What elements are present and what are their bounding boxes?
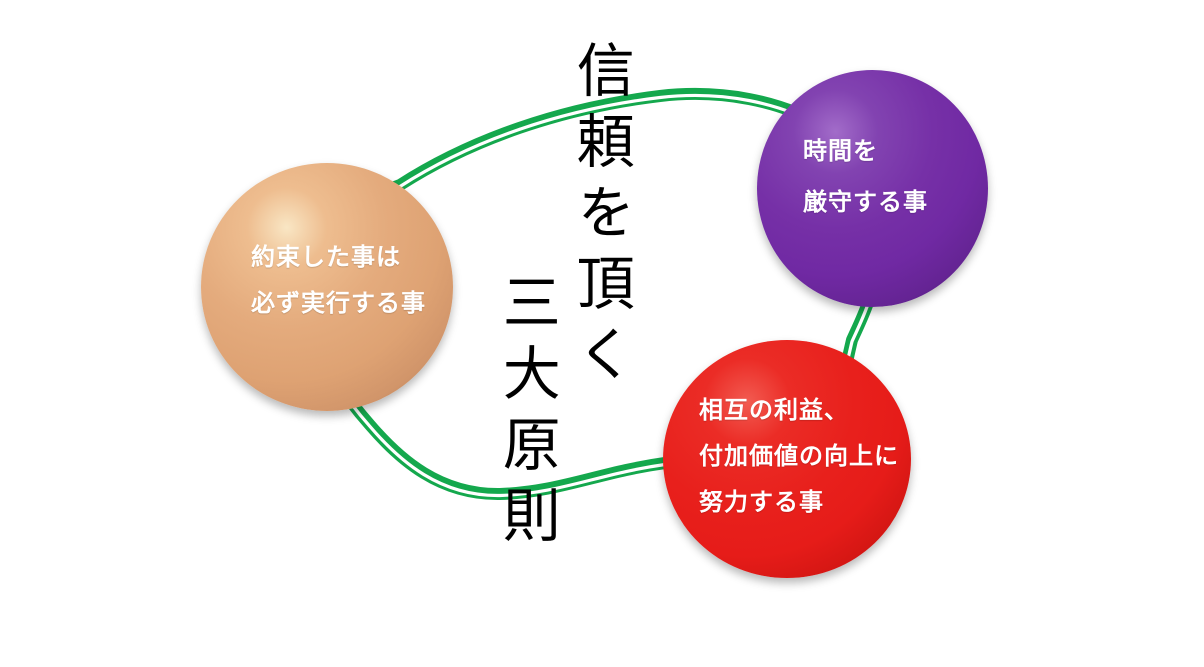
circle-punctuality-text: 時間を 厳守する事 bbox=[803, 126, 928, 228]
circle-mutual-benefit: 相互の利益、 付加価値の向上に 努力する事 bbox=[663, 340, 911, 578]
diagram-title-line1: 信頼を頂く bbox=[566, 40, 635, 395]
circle-mutual-benefit-text: 相互の利益、 付加価値の向上に 努力する事 bbox=[699, 388, 899, 526]
circle-promise-text: 約束した事は 必ず実行する事 bbox=[251, 235, 426, 327]
circle-promise-line1: 約束した事は bbox=[251, 244, 401, 271]
circle-punctuality-line1: 時間を bbox=[803, 138, 878, 165]
circle-promise: 約束した事は 必ず実行する事 bbox=[201, 163, 453, 411]
diagram-title-line2: 三大原則 bbox=[492, 272, 561, 556]
circle-promise-line2: 必ず実行する事 bbox=[251, 290, 426, 317]
circle-mutual-benefit-line2: 付加価値の向上に bbox=[699, 443, 899, 470]
circle-mutual-benefit-line1: 相互の利益、 bbox=[699, 397, 849, 424]
circle-punctuality-line2: 厳守する事 bbox=[803, 189, 928, 216]
circle-mutual-benefit-line3: 努力する事 bbox=[699, 489, 824, 516]
circle-punctuality: 時間を 厳守する事 bbox=[757, 70, 988, 307]
